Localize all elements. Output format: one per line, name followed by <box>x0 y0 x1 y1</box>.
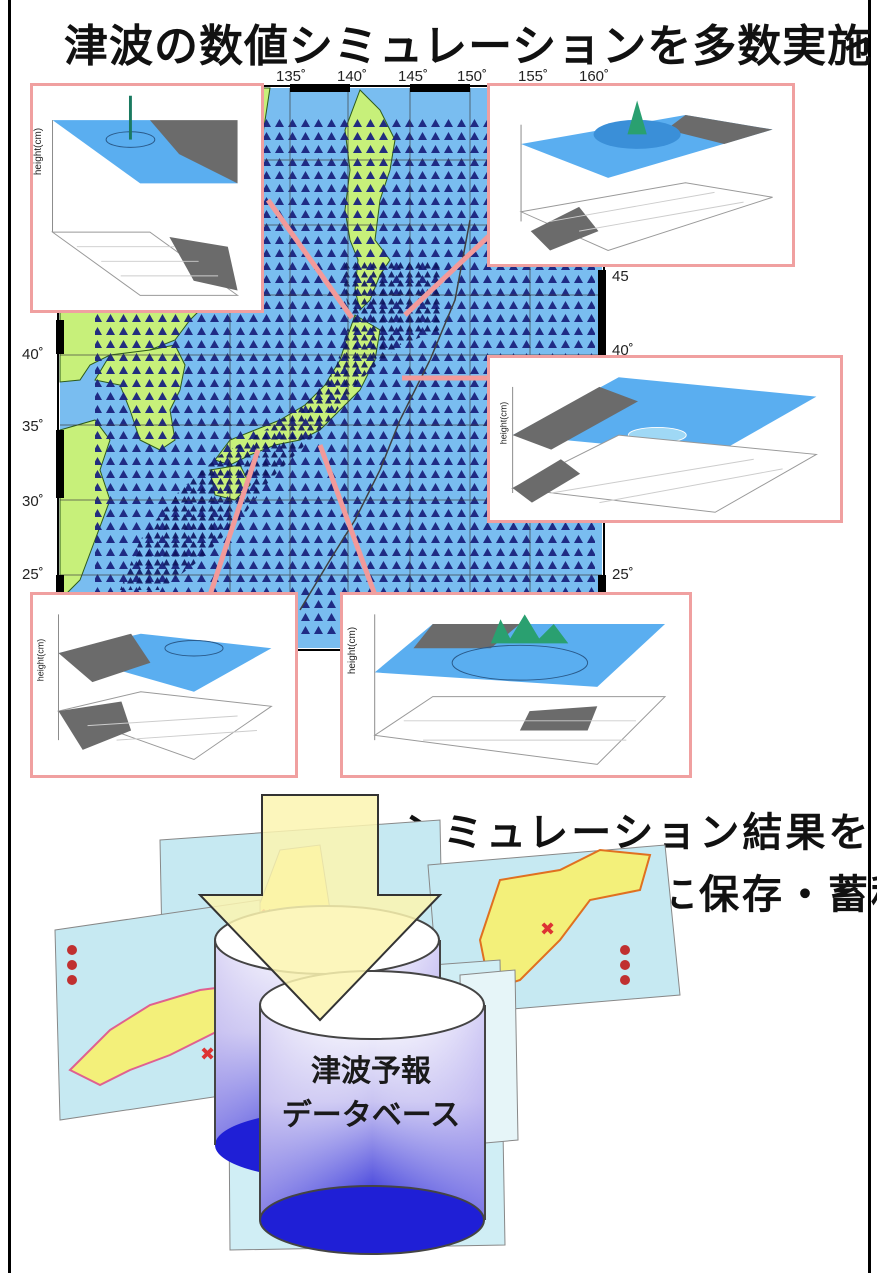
panel-axis-label: height(cm) <box>498 401 509 445</box>
lon-tick: 150˚ <box>457 68 488 85</box>
lon-tick: 140˚ <box>337 68 368 85</box>
database-label: 津波予報 データベース <box>266 1050 476 1138</box>
lon-tick: 135˚ <box>276 68 307 85</box>
lat-tick-left: 25˚ <box>22 566 44 583</box>
lat-tick-right: 45 <box>612 268 629 285</box>
database-cylinder-front <box>259 970 486 1255</box>
simulation-panel-bottom-center: height(cm) <box>340 592 692 778</box>
simulation-panel-top-right <box>487 83 795 267</box>
svg-text:✖: ✖ <box>200 1044 215 1065</box>
frame-right <box>868 0 871 1273</box>
down-arrow <box>197 794 443 1022</box>
database-illustration: ✖ ✖ ✖ <box>54 794 681 1255</box>
panel-axis-label: height(cm) <box>347 626 359 675</box>
panel-axis-label: height(cm) <box>33 127 45 176</box>
panel-axis-label: height(cm) <box>35 638 46 682</box>
svg-text:✖: ✖ <box>540 919 555 940</box>
lat-tick-left: 35˚ <box>22 418 44 435</box>
frame-left <box>8 0 11 1273</box>
lon-tick: 145˚ <box>398 68 429 85</box>
lon-tick: 155˚ <box>518 68 549 85</box>
connector-lines <box>207 198 492 596</box>
database-label-line-2: データベース <box>281 1098 461 1133</box>
lat-tick-right: 40˚ <box>612 342 634 359</box>
lat-tick-left: 30˚ <box>22 493 44 510</box>
simulation-panel-bottom-left: height(cm) <box>30 592 298 778</box>
simulation-panel-right: height(cm) <box>487 355 843 523</box>
page-title: 津波の数値シミュレーションを多数実施 <box>64 21 873 72</box>
simulation-panel-top-left: height(cm) <box>30 83 264 313</box>
lat-tick-right: 25˚ <box>612 566 634 583</box>
database-label-line-1: 津波予報 <box>311 1054 431 1089</box>
lat-tick-left: 40˚ <box>22 346 44 363</box>
lon-tick: 160˚ <box>579 68 610 85</box>
